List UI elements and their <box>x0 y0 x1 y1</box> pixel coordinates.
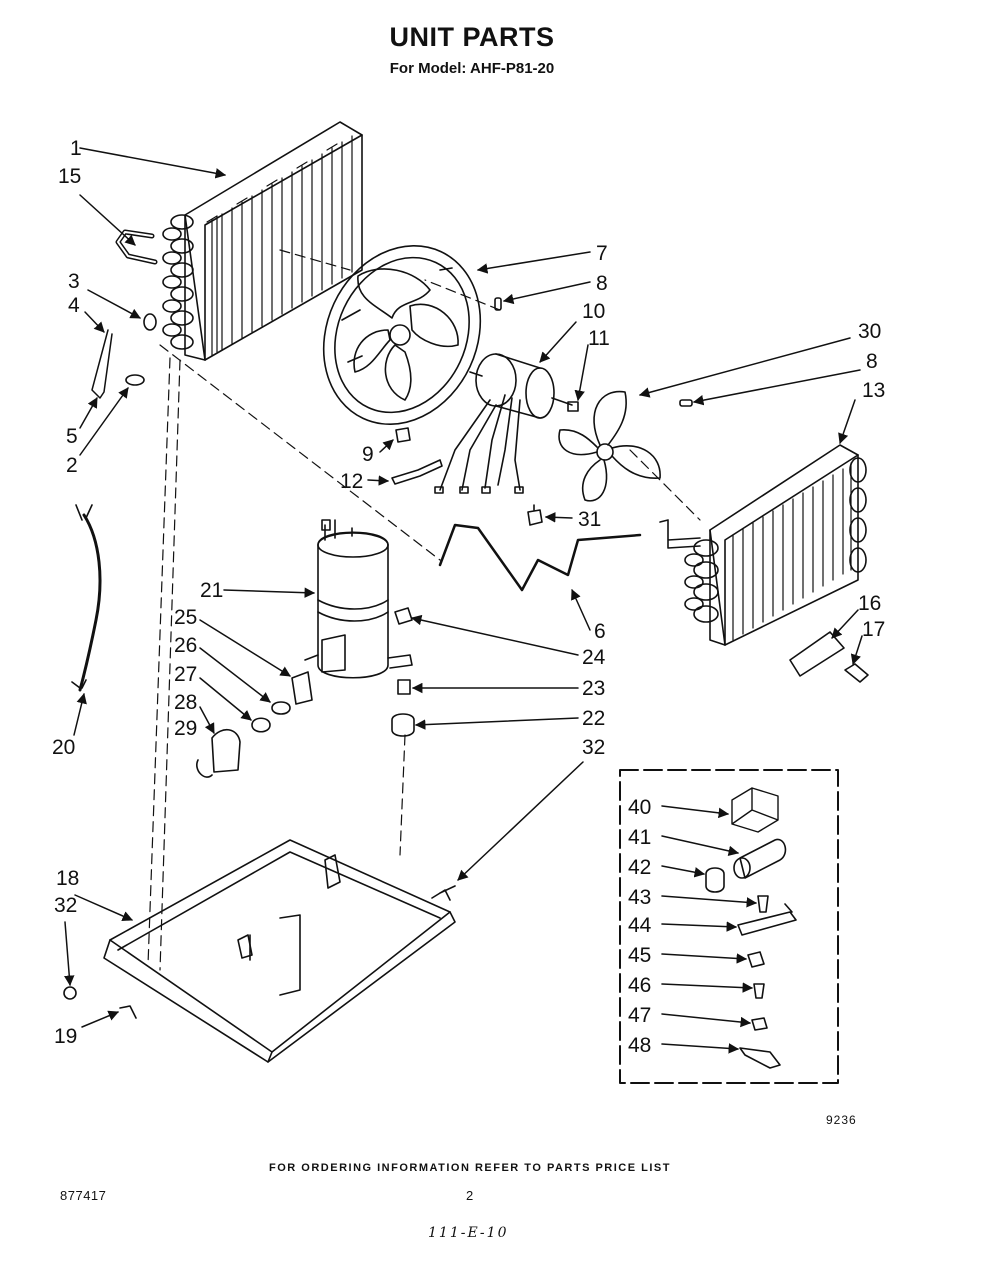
callout-7: 7 <box>596 242 608 265</box>
callout-30: 30 <box>858 320 881 343</box>
sleeve-23 <box>397 679 411 695</box>
callout-15: 15 <box>58 165 81 188</box>
evaporator-coil <box>659 444 867 646</box>
callout-20: 20 <box>52 736 75 759</box>
callout-40: 40 <box>628 796 651 819</box>
callout-10: 10 <box>582 300 605 323</box>
callout-11: 11 <box>588 327 610 350</box>
callout-21: 21 <box>200 579 223 602</box>
callout-4: 4 <box>68 294 80 317</box>
fan-blade <box>558 390 661 502</box>
callout-26: 26 <box>174 634 197 657</box>
compressor <box>304 519 413 679</box>
grommet-22 <box>391 713 415 737</box>
callout-6: 6 <box>594 620 606 643</box>
callout-19: 19 <box>54 1025 77 1048</box>
clip-9 <box>395 427 411 443</box>
callout-31: 31 <box>578 508 601 531</box>
callout-8a: 8 <box>596 272 608 295</box>
callout-47: 47 <box>628 1004 651 1027</box>
callout-28: 28 <box>174 691 197 714</box>
condenser-coil <box>162 121 363 361</box>
callout-24: 24 <box>582 646 606 669</box>
callout-22: 22 <box>582 707 605 730</box>
handwritten-code: 111-E-10 <box>428 1225 509 1241</box>
document-number: 877417 <box>60 1188 107 1203</box>
base-pan <box>103 839 456 1063</box>
callout-8b: 8 <box>866 350 878 373</box>
screw-32a <box>63 986 77 1000</box>
leader-lines <box>64 147 863 1028</box>
gasket-26 <box>271 701 291 715</box>
ordering-note: FOR ORDERING INFORMATION REFER TO PARTS … <box>269 1162 671 1174</box>
callout-23: 23 <box>582 677 605 700</box>
power-cord <box>71 504 102 692</box>
figure-code: 9236 <box>826 1113 857 1127</box>
overload-27 <box>251 717 271 733</box>
routing-lines <box>147 249 701 971</box>
callout-17: 17 <box>862 618 885 641</box>
capillary-tube <box>91 329 113 399</box>
clip-19 <box>119 1005 137 1019</box>
callout-45: 45 <box>628 944 651 967</box>
callout-43: 43 <box>628 886 651 909</box>
grommet-2 <box>125 374 145 386</box>
bracket-16 <box>789 631 845 677</box>
callout-44: 44 <box>628 914 652 937</box>
callout-12: 12 <box>340 470 363 493</box>
callout-5: 5 <box>66 425 78 448</box>
callout-2: 2 <box>66 454 78 477</box>
callout-9: 9 <box>362 443 374 466</box>
screw-17 <box>844 663 869 683</box>
callout-48: 48 <box>628 1034 651 1057</box>
page-title: UNIT PARTS <box>389 22 555 52</box>
fan-shroud <box>322 244 482 426</box>
callout-16: 16 <box>858 592 881 615</box>
callout-41: 41 <box>628 826 651 849</box>
callout-29: 29 <box>174 717 197 740</box>
model-subtitle: For Model: AHF-P81-20 <box>389 60 555 77</box>
nut-11 <box>567 401 579 412</box>
page-number: 2 <box>466 1188 474 1203</box>
clip-31 <box>527 504 543 526</box>
callout-46: 46 <box>628 974 651 997</box>
grommet-3 <box>143 313 157 331</box>
terminal-box-25 <box>291 671 313 705</box>
callout-18: 18 <box>56 867 79 890</box>
callout-25: 25 <box>174 606 197 629</box>
clip-29 <box>196 759 213 778</box>
callout-3: 3 <box>68 270 80 293</box>
fan-motor <box>434 353 573 494</box>
discharge-tube-6 <box>438 523 642 592</box>
callout-1: 1 <box>70 137 82 160</box>
callout-numbers: 1 15 3 4 5 2 7 8 10 11 30 8 13 9 12 31 2… <box>52 137 885 1057</box>
callout-32b: 32 <box>582 736 605 759</box>
callout-27: 27 <box>174 663 197 686</box>
callout-42: 42 <box>628 856 651 879</box>
callout-32a: 32 <box>54 894 77 917</box>
nut-24 <box>394 607 413 625</box>
strap-12 <box>391 459 443 485</box>
screw-8a <box>494 297 502 311</box>
callout-13: 13 <box>862 379 885 402</box>
inset-parts-box <box>619 769 839 1084</box>
screw-32b <box>431 885 456 901</box>
cover-28 <box>211 729 241 773</box>
screw-8b <box>679 399 693 407</box>
